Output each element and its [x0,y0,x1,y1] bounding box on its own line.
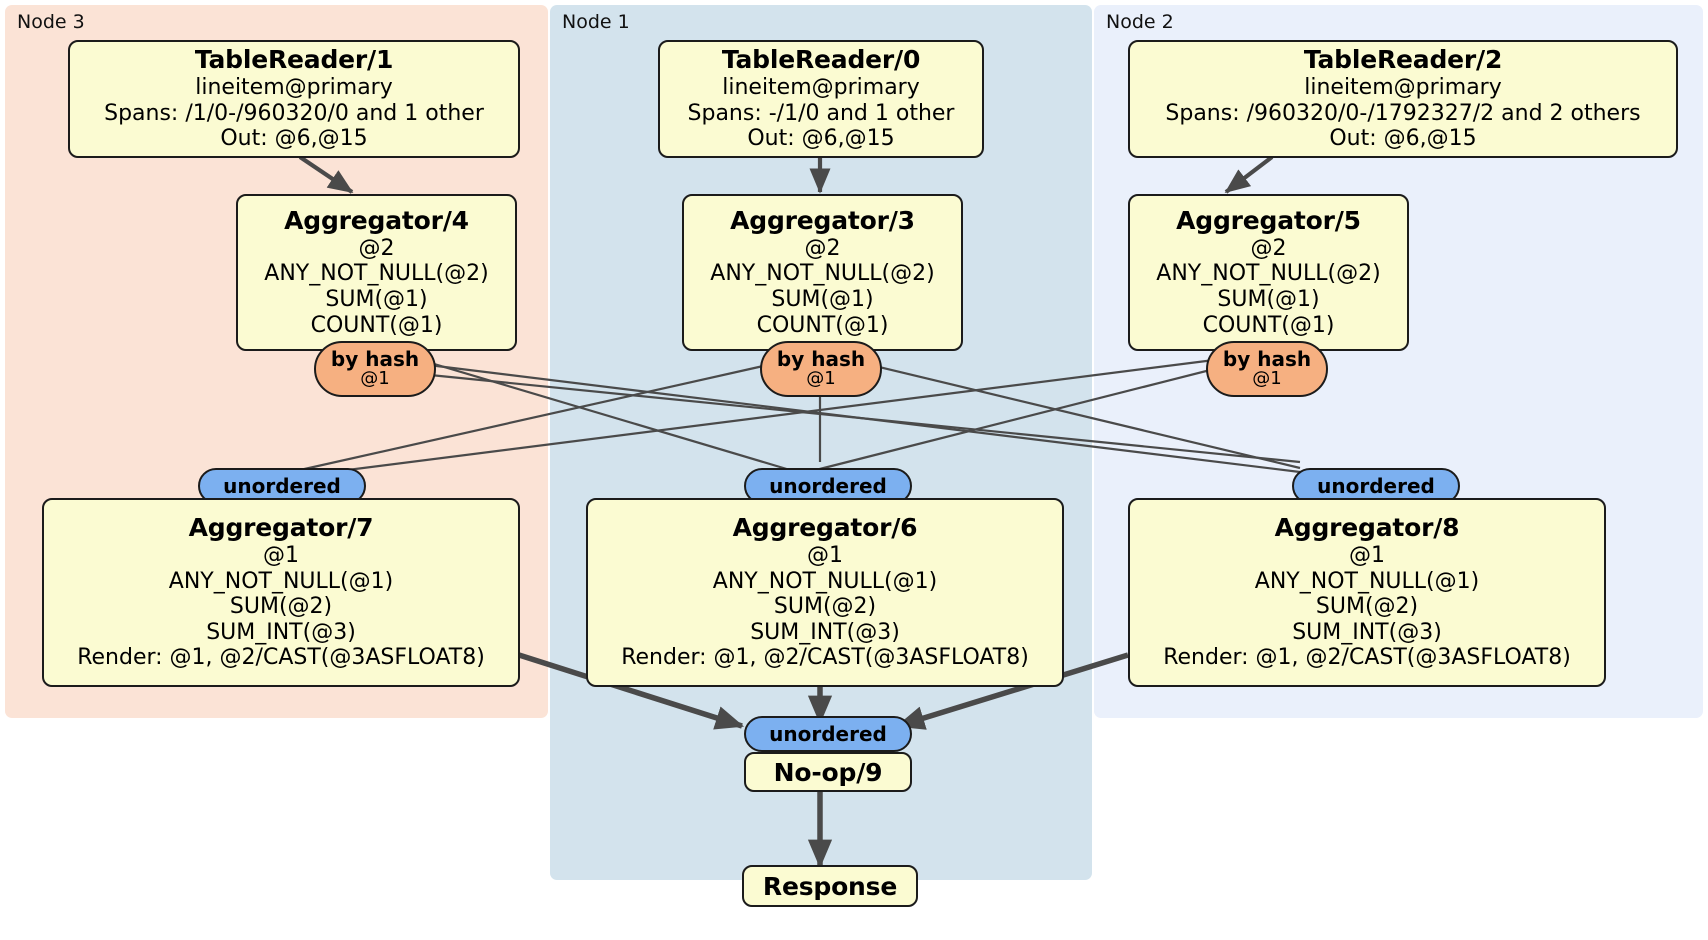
processor-line: @2 [1250,235,1287,261]
processor-line: COUNT(@1) [756,312,889,338]
processor-title: Aggregator/3 [730,205,915,235]
synchronizer-label: unordered [769,473,887,498]
router-by-hash-left[interactable]: by hash @1 [314,341,436,397]
processor-line: Render: @1, @2/CAST(@3ASFLOAT8) [77,645,485,671]
processor-title: Aggregator/7 [188,513,374,543]
processor-aggregator-8[interactable]: Aggregator/8 @1 ANY_NOT_NULL(@1) SUM(@2)… [1128,498,1606,687]
processor-line: SUM(@2) [773,594,877,620]
processor-line: Render: @1, @2/CAST(@3ASFLOAT8) [1163,645,1571,671]
processor-line: ANY_NOT_NULL(@1) [712,568,938,594]
processor-title: Response [762,871,898,901]
router-sublabel: @1 [1252,368,1282,390]
processor-line: SUM(@1) [771,287,874,312]
processor-line: ANY_NOT_NULL(@2) [264,261,489,287]
processor-aggregator-3[interactable]: Aggregator/3 @2 ANY_NOT_NULL(@2) SUM(@1)… [682,194,963,351]
processor-line: Render: @1, @2/CAST(@3ASFLOAT8) [621,645,1029,671]
processor-line: COUNT(@1) [310,312,443,338]
processor-aggregator-7[interactable]: Aggregator/7 @1 ANY_NOT_NULL(@1) SUM(@2)… [42,498,520,687]
processor-line: @2 [804,235,841,261]
processor-response[interactable]: Response [742,865,918,907]
processor-line: @2 [358,235,395,261]
processor-line: SUM(@2) [229,594,333,620]
router-label: by hash [776,347,866,372]
processor-line: SUM_INT(@3) [750,619,900,645]
synchronizer-label: unordered [223,473,341,498]
processor-table-reader-2[interactable]: TableReader/2 lineitem@primary Spans: /9… [1128,40,1678,158]
processor-line: Spans: /960320/0-/1792327/2 and 2 others [1165,100,1641,126]
processor-line: lineitem@primary [722,75,920,101]
processor-aggregator-4[interactable]: Aggregator/4 @2 ANY_NOT_NULL(@2) SUM(@1)… [236,194,517,351]
processor-aggregator-6[interactable]: Aggregator/6 @1 ANY_NOT_NULL(@1) SUM(@2)… [586,498,1064,687]
processor-line: @1 [1349,543,1385,569]
processor-table-reader-1[interactable]: TableReader/1 lineitem@primary Spans: /1… [68,40,520,158]
processor-line: Spans: /1/0-/960320/0 and 1 other [104,100,484,126]
processor-title: Aggregator/8 [1274,513,1460,543]
processor-line: ANY_NOT_NULL(@1) [1254,568,1480,594]
processor-line: Out: @6,@15 [220,126,368,152]
processor-title: TableReader/1 [194,45,394,75]
node-panel-label-node2: Node 2 [1106,11,1174,33]
router-label: by hash [1222,347,1312,372]
processor-line: lineitem@primary [1304,75,1502,101]
router-sublabel: @1 [806,368,836,390]
processor-title: TableReader/0 [721,45,921,75]
processor-line: SUM(@1) [1217,287,1320,312]
processor-line: ANY_NOT_NULL(@2) [710,261,935,287]
processor-aggregator-5[interactable]: Aggregator/5 @2 ANY_NOT_NULL(@2) SUM(@1)… [1128,194,1409,351]
processor-line: SUM(@2) [1315,594,1419,620]
node-panel-label-node1: Node 1 [562,11,630,33]
processor-table-reader-0[interactable]: TableReader/0 lineitem@primary Spans: -/… [658,40,984,158]
synchronizer-unordered-final[interactable]: unordered [744,716,912,752]
router-label: by hash [330,347,420,372]
processor-title: No-op/9 [773,757,883,787]
processor-line: Out: @6,@15 [747,126,895,152]
router-by-hash-right[interactable]: by hash @1 [1206,341,1328,397]
processor-line: ANY_NOT_NULL(@2) [1156,261,1381,287]
processor-line: SUM_INT(@3) [206,619,356,645]
node-panel-label-node3: Node 3 [17,11,85,33]
processor-no-op-9[interactable]: No-op/9 [744,752,912,792]
synchronizer-label: unordered [1317,473,1435,498]
router-sublabel: @1 [360,368,390,390]
processor-title: Aggregator/4 [284,205,469,235]
processor-line: Out: @6,@15 [1329,126,1477,152]
router-by-hash-center[interactable]: by hash @1 [760,341,882,397]
processor-title: Aggregator/6 [732,513,918,543]
processor-title: Aggregator/5 [1176,205,1361,235]
processor-line: SUM_INT(@3) [1292,619,1442,645]
processor-line: ANY_NOT_NULL(@1) [168,568,394,594]
processor-line: SUM(@1) [325,287,428,312]
processor-line: lineitem@primary [195,75,393,101]
processor-line: COUNT(@1) [1202,312,1335,338]
processor-line: @1 [807,543,843,569]
processor-line: Spans: -/1/0 and 1 other [687,100,955,126]
synchronizer-label: unordered [769,721,887,746]
processor-title: TableReader/2 [1303,45,1503,75]
processor-line: @1 [263,543,299,569]
